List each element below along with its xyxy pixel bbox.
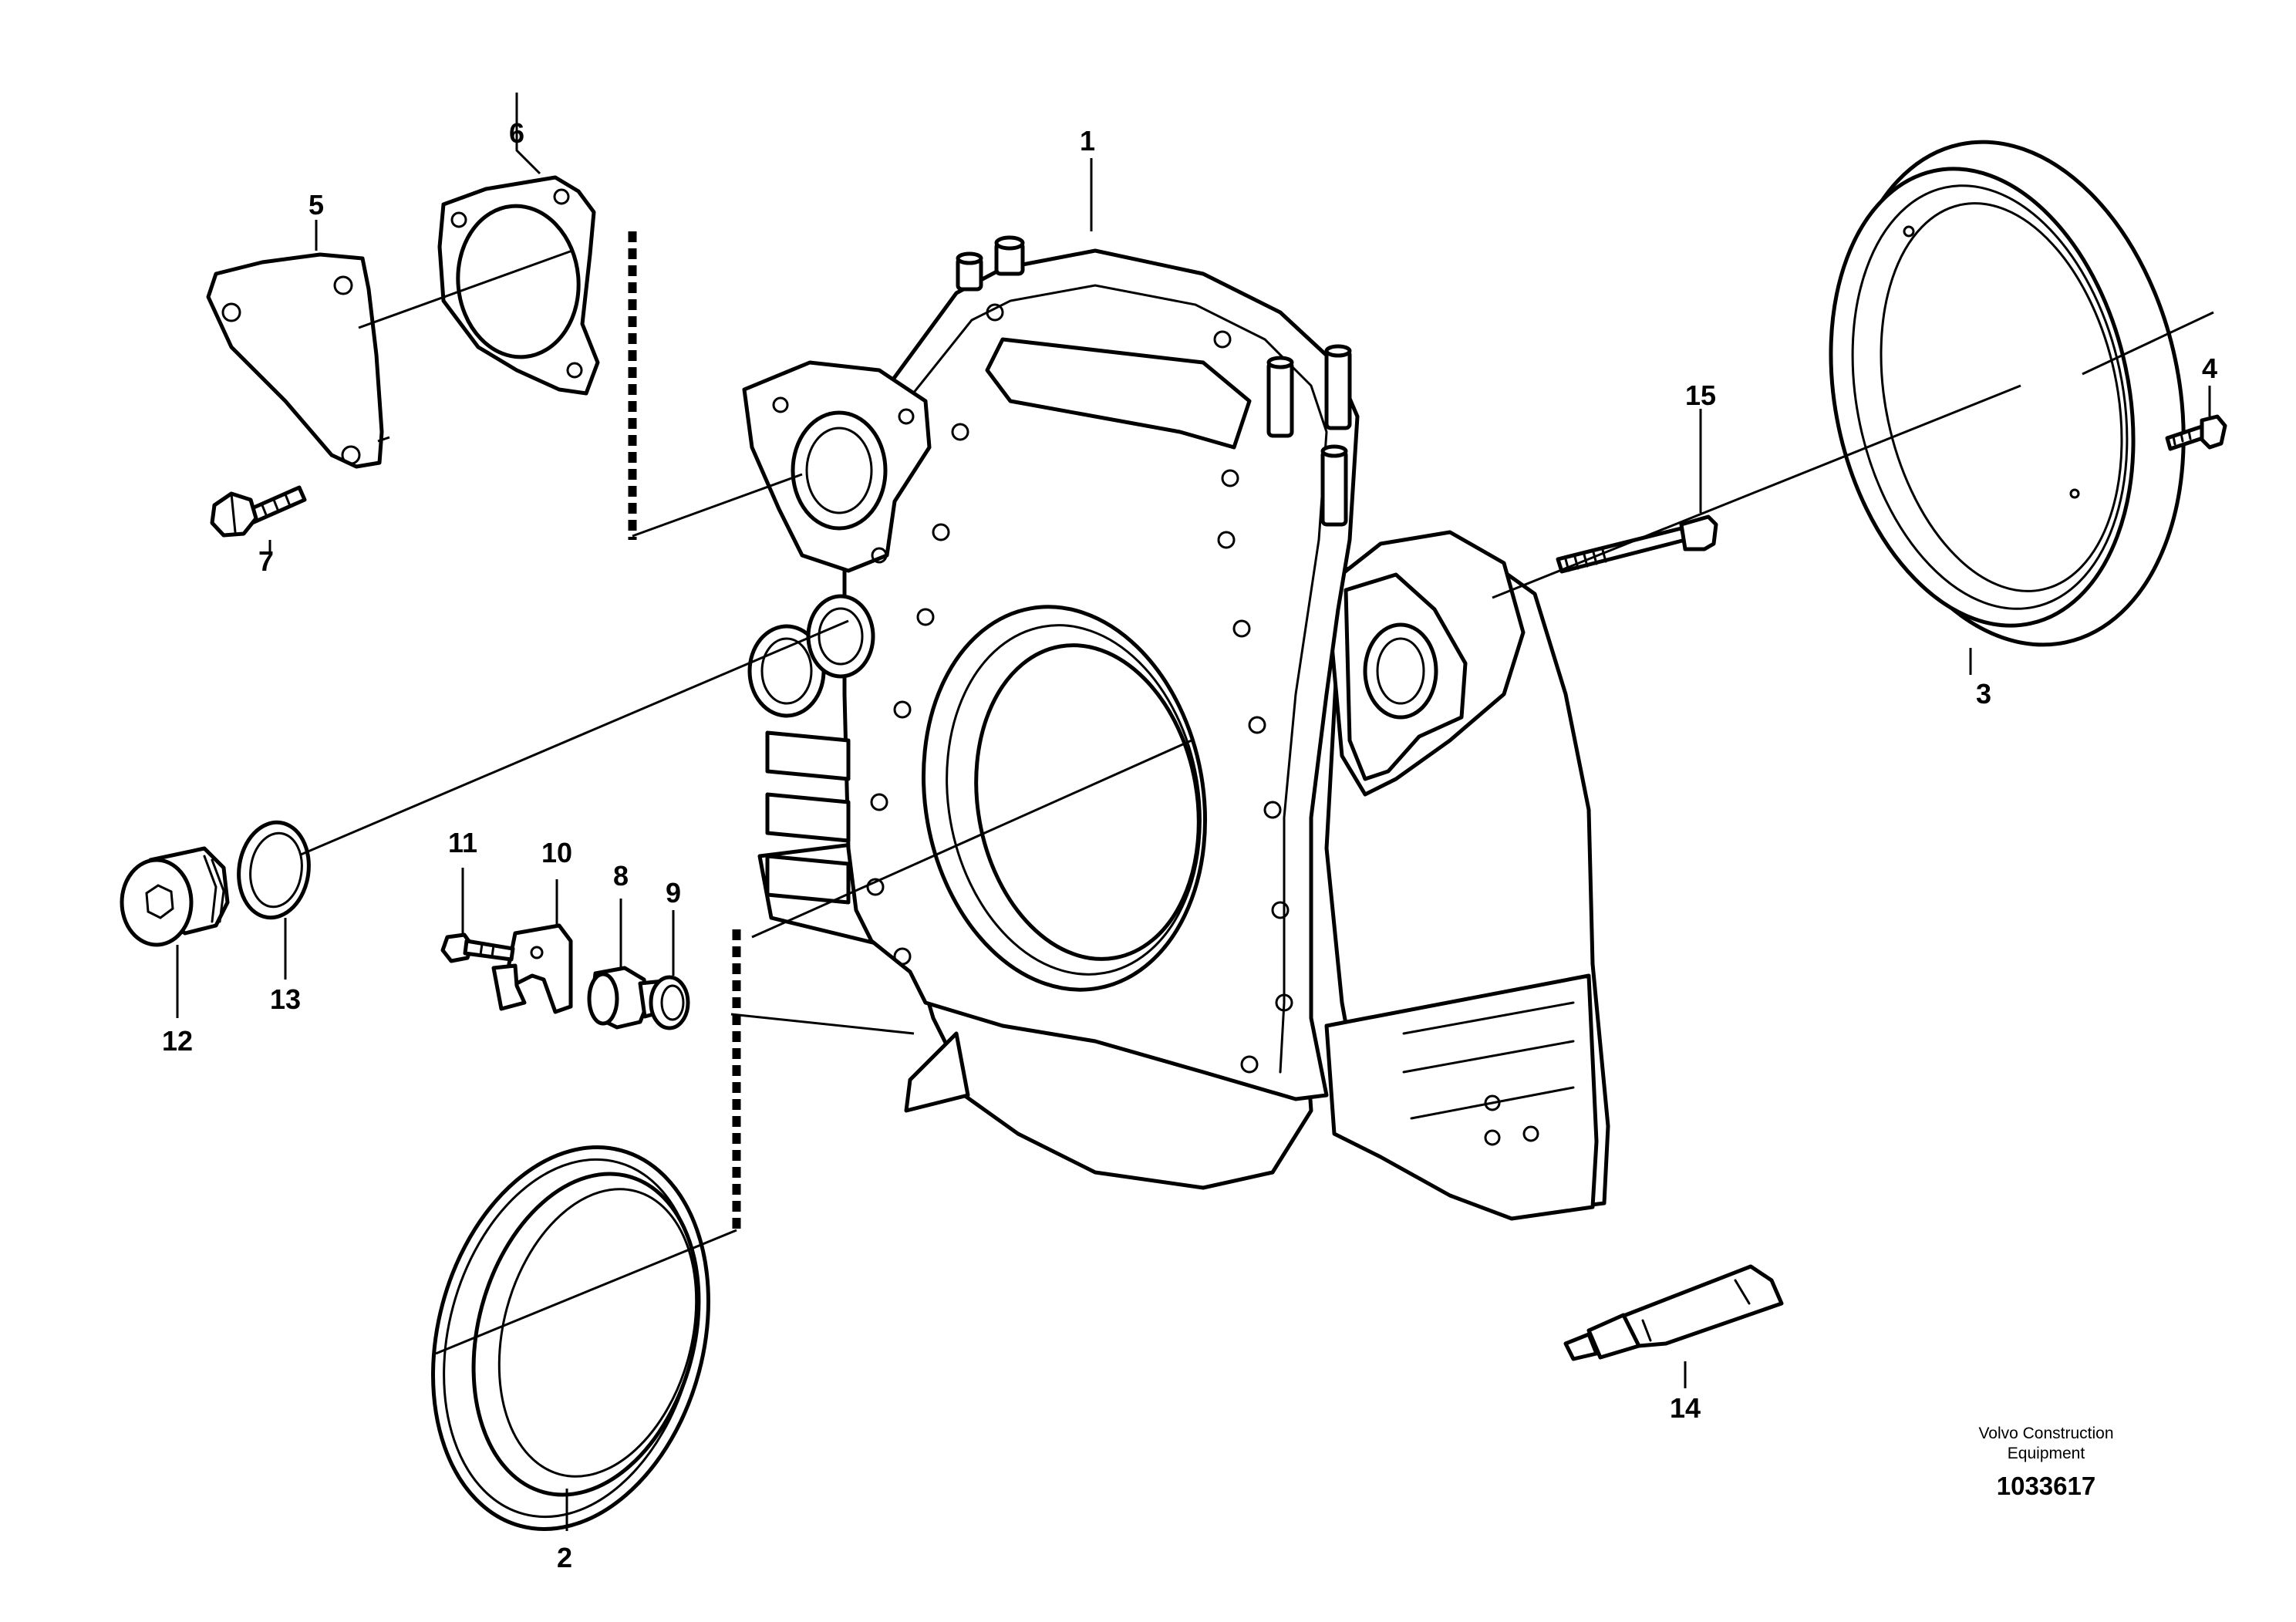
footer-block: Volvo Construction Equipment 1033617 [1978,1425,2113,1500]
footer-company-line1: Volvo Construction [1978,1425,2113,1442]
bolt-11 [440,932,515,963]
callout-3: 3 [1976,678,1991,710]
bolt-7 [210,485,307,538]
callout-10: 10 [541,837,572,868]
gasket [437,175,600,396]
leader-lines [176,93,2214,1531]
callout-8: 8 [613,860,629,892]
sealing-washer [649,975,690,1030]
seal-ring [431,1145,710,1531]
bracket-clamp [491,923,573,1014]
callout-14: 14 [1670,1392,1701,1424]
callout-6: 6 [509,117,524,149]
footer-company-line2: Equipment [2008,1445,2085,1462]
callout-numbers: 1 2 3 4 5 6 7 8 9 10 11 12 13 14 15 [162,117,2217,1573]
flywheel-housing [742,235,1610,1221]
small-screw [2165,414,2227,451]
cover-plate [206,252,384,469]
callout-9: 9 [666,877,681,909]
callout-1: 1 [1080,125,1095,157]
long-bolt [1556,514,1718,574]
o-ring [237,820,311,920]
callout-12: 12 [162,1025,193,1057]
sealant-tube [1563,1264,1784,1361]
callout-11: 11 [448,827,477,858]
callout-5: 5 [308,189,324,221]
dashed-assembly-paths [628,231,741,1230]
adapter-nipple [587,966,670,1030]
hex-plug [120,846,230,947]
illustration-number: 1033617 [1997,1472,2095,1500]
callout-7: 7 [258,545,274,577]
flange-bolt-holes [866,303,1293,1074]
top-studs [956,235,1352,527]
callout-2: 2 [557,1542,572,1573]
callout-13: 13 [270,983,301,1015]
callout-15: 15 [1685,379,1716,411]
rear-cover-ring [1829,140,2186,647]
callout-4: 4 [2202,352,2217,384]
